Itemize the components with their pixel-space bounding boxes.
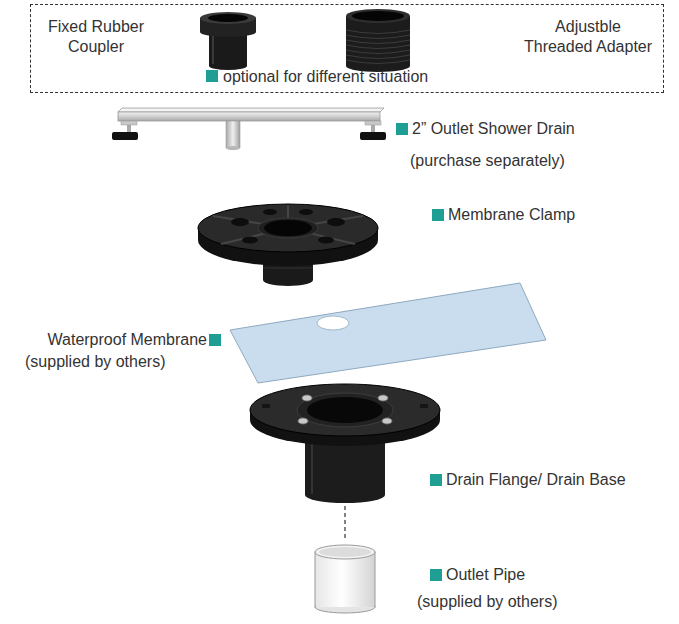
note-text: optional for different situation <box>223 67 428 87</box>
drain-flange <box>250 384 440 503</box>
part-label: (supplied by others) <box>417 592 558 612</box>
part-label: 2” Outlet Shower Drain <box>412 119 575 139</box>
outlet-pipe <box>315 545 375 613</box>
part-label: (purchase separately) <box>410 151 565 171</box>
threaded-adapter <box>346 9 410 72</box>
part-label: Outlet Pipe <box>446 565 525 585</box>
part-label: (supplied by others) <box>25 352 166 372</box>
part-label: Membrane Clamp <box>448 205 575 225</box>
part-label: Waterproof Membrane <box>48 330 207 350</box>
dashed-group-box: Fixed Rubber Coupler Adjustble Threaded A… <box>30 4 664 93</box>
waterproof-membrane <box>230 283 546 383</box>
part-name: Fixed Rubber Coupler <box>41 17 151 57</box>
part-name: Adjustble Threaded Adapter <box>521 17 655 57</box>
axis-line <box>344 506 345 540</box>
part-label: Drain Flange/ Drain Base <box>446 470 626 490</box>
rubber-coupler <box>200 12 256 70</box>
linear-drain <box>112 108 386 150</box>
membrane-clamp <box>198 204 378 286</box>
